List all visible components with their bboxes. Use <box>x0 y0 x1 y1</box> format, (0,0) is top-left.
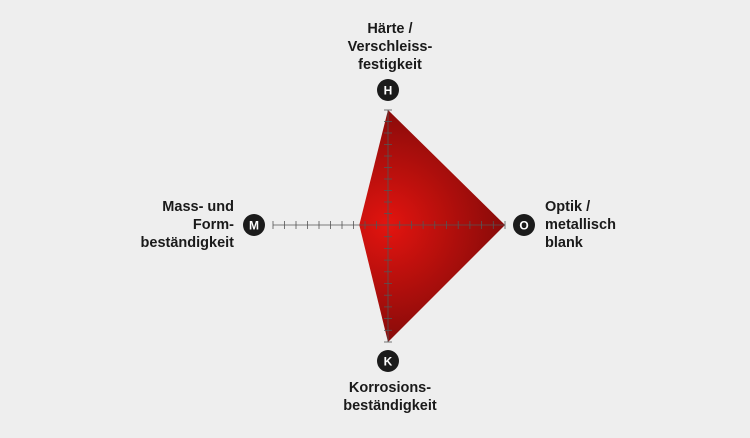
svg-text:O: O <box>519 218 528 232</box>
axis-label-mass-form: Mass- und Form- beständigkeit <box>140 199 234 251</box>
axis-badge-o: O <box>513 214 535 236</box>
axis-badge-k: K <box>377 350 399 372</box>
axis-badge-m: M <box>243 214 265 236</box>
axis-badge-h: H <box>377 79 399 101</box>
axis-label-korrosion: Korrosions- beständigkeit <box>343 380 437 414</box>
axis-badges: H O K M <box>243 79 535 372</box>
svg-text:H: H <box>384 83 393 97</box>
data-area <box>359 110 505 342</box>
axis-label-haerte: Härte / Verschleiss- festigkeit <box>347 21 433 73</box>
svg-text:K: K <box>384 354 393 368</box>
svg-text:M: M <box>249 218 259 232</box>
axis-label-optik: Optik / metallisch blank <box>545 199 616 251</box>
axes <box>272 109 506 343</box>
